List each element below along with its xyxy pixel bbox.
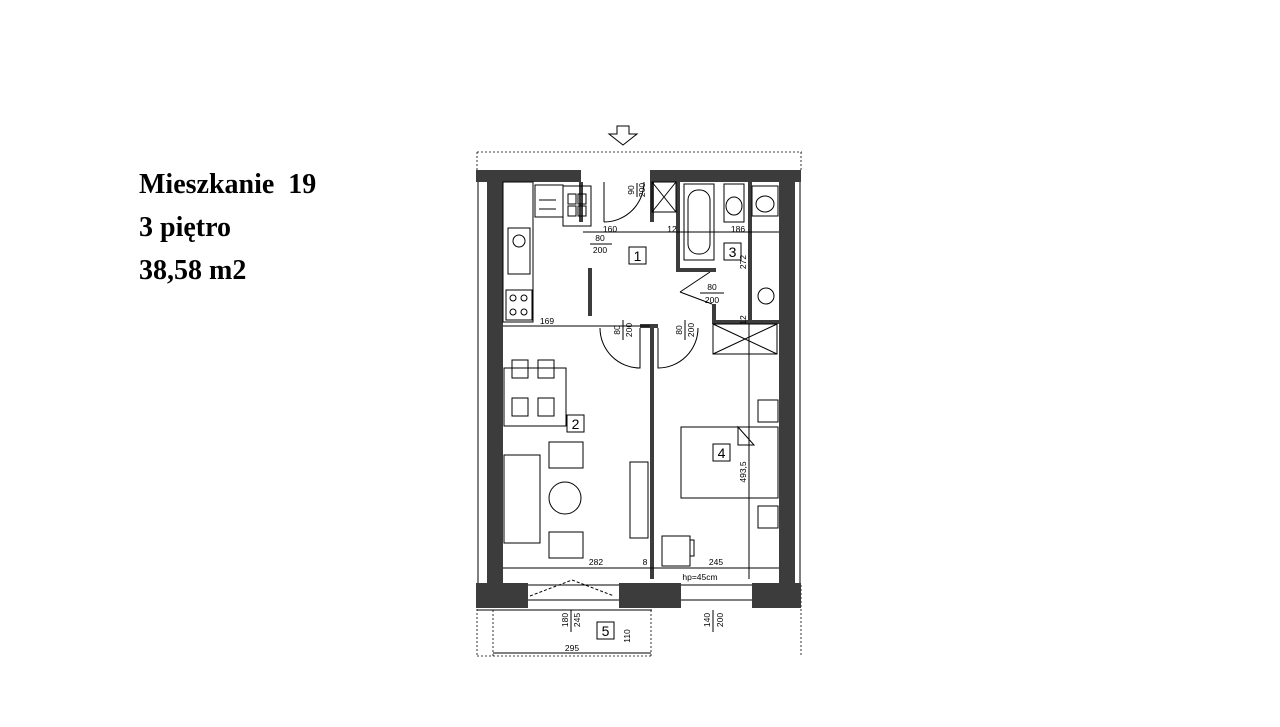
dim-label: 200 (637, 183, 647, 197)
dim-label: hp=45cm (682, 572, 717, 582)
living-room-furniture (503, 359, 649, 559)
dim-label: 200 (624, 323, 634, 337)
dim-label: 180 (560, 613, 570, 627)
dim-label: 110 (622, 629, 632, 643)
dim-label: 272 (738, 255, 748, 269)
dim-label: 282 (589, 557, 603, 567)
dimension-labels: 90 200 160 12 186 80 200 272 80 200 169 … (493, 183, 779, 654)
dim-label: 8 (643, 557, 648, 567)
bathroom-fixtures (651, 181, 779, 355)
dim-label: 200 (715, 613, 725, 627)
dim-label: 140 (702, 613, 712, 627)
dim-label: 80 (674, 325, 684, 335)
dim-label: 169 (540, 316, 554, 326)
dim-label: 160 (603, 224, 617, 234)
room-label-1: 1 (634, 248, 642, 264)
doors (599, 181, 713, 369)
room-label-2: 2 (572, 416, 580, 432)
dim-label: 295 (565, 643, 579, 653)
bedroom-furniture (661, 399, 779, 567)
apartment-floor: 3 piętro (139, 212, 232, 243)
dim-label: 12 (667, 224, 677, 234)
kitchen-counter (502, 181, 592, 323)
dim-label: 186 (731, 224, 745, 234)
entrance-arrow-icon (607, 125, 639, 146)
building-outline (476, 151, 802, 657)
room-labels: 1 2 3 4 5 (566, 242, 742, 640)
dim-label: 90 (626, 185, 636, 195)
walls (476, 170, 801, 608)
apartment-area: 38,58 m2 (139, 255, 247, 286)
dim-label: 12 (738, 315, 748, 325)
apartment-info: Mieszkanie 19 3 piętro 38,58 m2 (139, 163, 316, 292)
apartment-name: Mieszkanie 19 (139, 169, 317, 200)
dim-label: 245 (709, 557, 723, 567)
dim-label: 80 (595, 233, 605, 243)
dim-label: 80 (707, 282, 717, 292)
dim-label: 200 (705, 295, 719, 305)
dim-label: 200 (593, 245, 607, 255)
dim-label: 493,5 (738, 461, 748, 483)
dim-label: 80 (612, 325, 622, 335)
room-label-4: 4 (718, 445, 726, 461)
room-label-3: 3 (729, 244, 737, 260)
room-label-5: 5 (602, 623, 610, 639)
dim-label: 245 (572, 613, 582, 627)
dim-label: 200 (686, 323, 696, 337)
side-windows (477, 182, 801, 601)
